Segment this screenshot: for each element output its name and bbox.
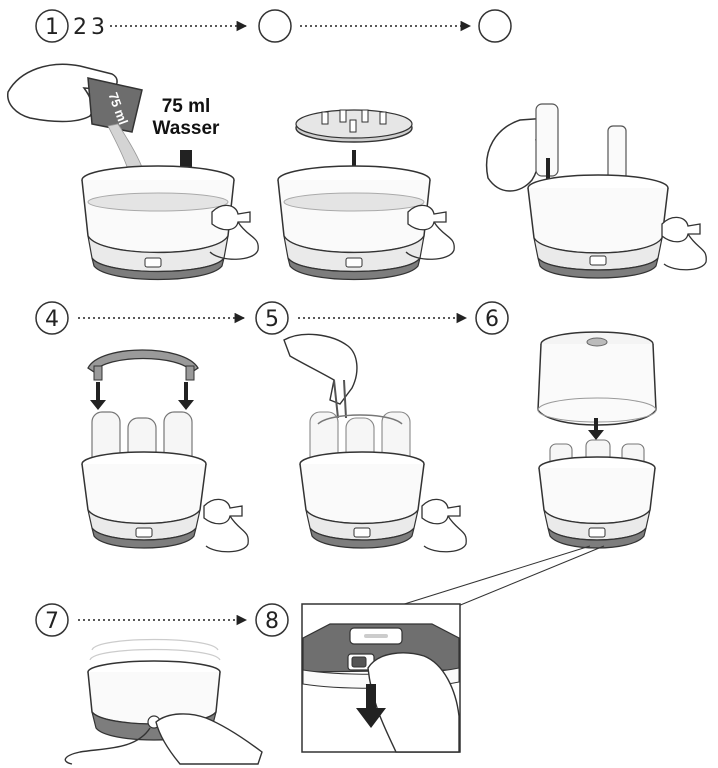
step-8-badge: 8: [255, 603, 289, 637]
panel-step-5: [283, 333, 467, 553]
step-1-badge: 1: [35, 9, 69, 43]
lid-icon: [537, 331, 657, 426]
panel-step-8: [301, 603, 461, 753]
sterilizer-base: [538, 456, 656, 549]
down-arrow-icon: [178, 382, 194, 410]
power-plug-icon: [209, 204, 259, 260]
panel-step-4: [81, 349, 249, 553]
panel-step-2: [277, 109, 455, 281]
power-plug-icon: [421, 498, 467, 553]
svg-text:4: 4: [45, 307, 59, 332]
sterilizer-base: [81, 165, 235, 281]
svg-text:8: 8: [265, 609, 279, 634]
hand-icon: [367, 652, 460, 753]
step-2-badge: [258, 9, 292, 43]
down-arrow-icon: [356, 684, 386, 728]
step-4-badge: 4: [35, 301, 69, 335]
power-plug-icon: [661, 216, 707, 271]
switch-knob[interactable]: [351, 656, 367, 668]
step-7-badge: 7: [35, 603, 69, 637]
panel-step-1: 75 ml 75 ml Wasser: [7, 63, 259, 281]
down-arrow-icon: [588, 418, 604, 440]
measuring-cup-icon: 75 ml: [87, 77, 143, 133]
zoom-line-left: [397, 545, 591, 607]
down-arrow-icon: [90, 382, 106, 410]
zoom-line-right: [457, 545, 605, 607]
sterilizer-base: [299, 451, 425, 549]
tray-icon: [87, 349, 199, 381]
sterilizer-base: [81, 451, 207, 549]
svg-text:7: 7: [45, 609, 59, 634]
panel-step-6: [537, 331, 657, 549]
hand-icon: [155, 713, 263, 765]
water-word-label: Wasser: [153, 118, 220, 139]
sterilizer-base: [527, 174, 669, 279]
water-amount-label: 75 ml: [162, 96, 211, 117]
svg-text:1: 1: [45, 15, 59, 40]
panel-step-7: [64, 638, 263, 765]
tray-icon: [317, 414, 403, 425]
hand-icon: [283, 333, 358, 405]
power-plug-icon: [203, 498, 249, 553]
bottle-icon: [535, 103, 627, 181]
svg-text:6: 6: [485, 307, 499, 332]
step-3-badge: [478, 9, 512, 43]
panel-step-3: [485, 103, 707, 279]
step-5-badge: 5: [255, 301, 289, 335]
step-2-label: 2: [73, 15, 87, 40]
power-plug-icon: [405, 204, 455, 260]
tongs-icon: [333, 379, 347, 419]
svg-text:5: 5: [265, 307, 279, 332]
step-3-label: 3: [91, 15, 105, 40]
step-6-badge: 6: [475, 301, 509, 335]
rack-icon: [295, 109, 413, 143]
sterilizer-base: [277, 165, 431, 281]
